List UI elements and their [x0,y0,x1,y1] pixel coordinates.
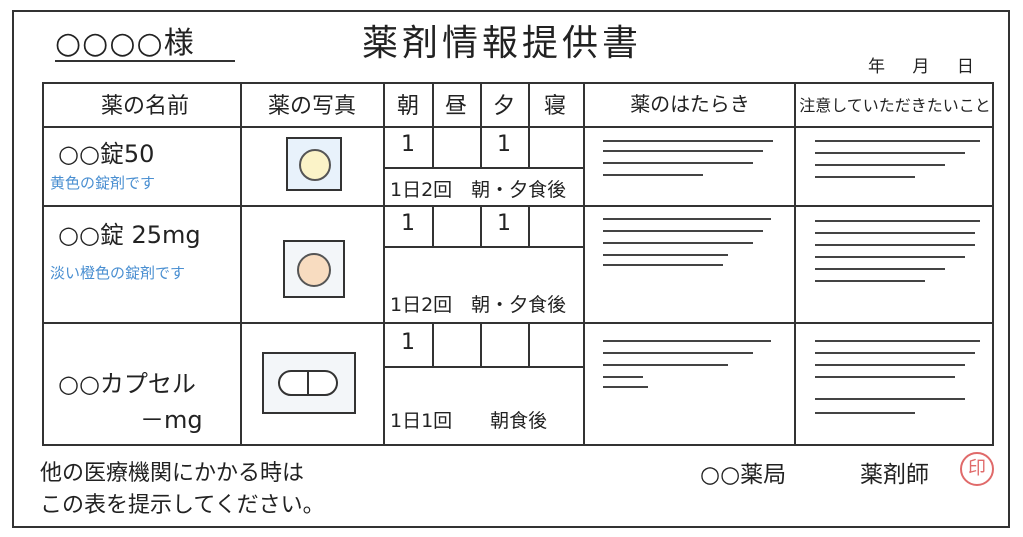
dose-divider [480,322,482,366]
text-line [603,254,728,256]
drug-name-2: ○○錠 25mg [58,221,201,249]
date-day: 日 [956,57,974,77]
col-divider [240,82,242,446]
dose-divider [432,322,434,366]
tablet-orange-icon [297,253,331,287]
text-line [603,364,728,366]
drug-desc-1: 黄色の錠剤です [50,174,156,192]
text-line [815,176,915,178]
drug-photo-3 [262,352,356,414]
dose-divider [432,126,434,167]
dose-row-divider [383,366,583,368]
date-year: 年 [868,57,885,77]
date-field: 年 月 日 [868,52,974,77]
patient-name: ○○○○様 [55,26,195,61]
text-line [603,174,703,176]
dose-divider [528,205,530,246]
dose-morning-1: 1 [401,132,415,157]
text-line [603,352,753,354]
header-evening: 夕 [492,94,515,119]
col-divider [383,82,385,446]
footer-note-line-2: この表を提示してください。 [40,493,325,518]
text-line [815,140,980,142]
header-noon: 昼 [444,94,467,119]
text-line [815,340,980,342]
dose-evening-1: 1 [497,132,511,157]
text-line [815,364,965,366]
text-line [603,162,753,164]
frequency-3: 1日1回 朝食後 [390,410,548,432]
pharmacist-label: 薬剤師 [860,462,929,488]
col-divider [480,82,482,126]
footer-note: 他の医療機関にかかる時は この表を提示してください。 [40,458,325,522]
text-line [815,256,965,258]
text-line [603,376,643,378]
header-notes: 注意していただきたいこと [799,96,991,115]
header-morning: 朝 [396,94,419,119]
row-divider [42,126,994,128]
drug-photo-2 [283,240,345,298]
header-effect: 薬のはたらき [630,92,750,116]
text-line [815,164,945,166]
dose-row-divider [383,246,583,248]
text-line [815,232,975,234]
drug-name-3: ○○カプセル [58,370,196,398]
text-line [815,352,975,354]
pharmacy-name: ○○薬局 [700,462,787,488]
dose-morning-3: 1 [401,330,415,355]
header-bedtime: 寝 [543,94,566,119]
drug-name-3-strength: －mg [140,406,203,434]
text-line [603,340,771,342]
drug-photo-1 [286,137,342,191]
dose-morning-2: 1 [401,211,415,236]
date-month: 月 [912,57,930,77]
document-title: 薬剤情報提供書 [362,23,643,64]
header-drug-name: 薬の名前 [100,94,189,119]
capsule-icon [278,370,338,396]
row-divider [42,205,994,207]
text-line [815,398,965,400]
header-drug-photo: 薬の写真 [267,94,356,119]
dose-evening-2: 1 [497,211,511,236]
frequency-1: 1日2回 朝・夕食後 [390,179,567,201]
text-line [603,242,753,244]
col-divider [528,82,530,126]
dose-row-divider [383,167,583,169]
capsule-seam [307,372,309,394]
text-line [603,150,763,152]
dose-divider [480,126,482,167]
dose-divider [528,126,530,167]
patient-underline [55,60,235,62]
footer-note-line-1: 他の医療機関にかかる時は [40,461,305,486]
medication-table [42,82,994,446]
dose-divider [480,205,482,246]
text-line [815,280,925,282]
row-divider [42,322,994,324]
text-line [603,386,648,388]
tablet-yellow-icon [299,149,331,181]
text-line [815,376,955,378]
dose-divider [432,205,434,246]
text-line [603,218,771,220]
text-line [603,264,723,266]
col-divider [794,82,796,446]
text-line [815,412,915,414]
text-line [603,140,773,142]
drug-desc-2: 淡い橙色の錠剤です [50,264,186,282]
frequency-2: 1日2回 朝・夕食後 [390,294,567,316]
col-divider [432,82,434,126]
seal-stamp: 印 [960,452,994,486]
text-line [815,152,965,154]
text-line [815,244,975,246]
drug-name-1: ○○錠50 [58,140,155,168]
dose-divider [528,322,530,366]
col-divider [583,82,585,446]
text-line [815,220,980,222]
text-line [815,268,945,270]
text-line [603,230,763,232]
